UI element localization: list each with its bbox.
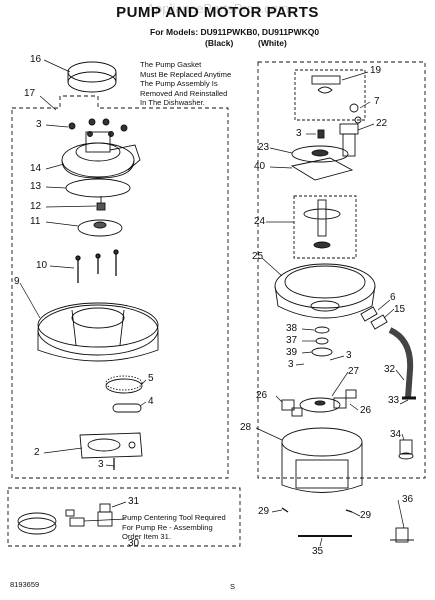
watermark: AppliancePartsPros.com bbox=[146, 1, 289, 16]
callout-3-upper-left: 3 bbox=[36, 119, 42, 130]
callout-40: 40 bbox=[254, 161, 266, 172]
callout-26-left: 26 bbox=[256, 390, 268, 401]
note-line: Removed And Reinstalled bbox=[140, 88, 228, 98]
pump-part-19 bbox=[311, 75, 341, 94]
drain-hose-32 bbox=[388, 327, 414, 399]
callout-10: 10 bbox=[36, 260, 48, 271]
callout-24: 24 bbox=[254, 216, 266, 227]
callout-3-right-mid-left: 3 bbox=[288, 359, 294, 370]
callout-5: 5 bbox=[148, 373, 154, 384]
cover-40 bbox=[290, 157, 354, 181]
nut-12 bbox=[96, 196, 106, 211]
callout-37: 37 bbox=[286, 335, 298, 346]
callout-3-right-upper: 3 bbox=[296, 128, 302, 139]
gasket-ring-16 bbox=[67, 61, 117, 93]
motor-28 bbox=[281, 427, 363, 493]
drain-fitting-34 bbox=[398, 439, 414, 460]
screws-10 bbox=[75, 249, 119, 283]
small-parts-30 bbox=[65, 509, 85, 527]
pump-centering-tool-31 bbox=[97, 503, 113, 527]
callout-27: 27 bbox=[348, 366, 360, 377]
bracket-2 bbox=[79, 432, 143, 459]
variant-black-label: (Black) bbox=[205, 38, 234, 48]
right-assembly-dashed-outline bbox=[257, 61, 426, 479]
page-title: PUMP AND MOTOR PARTS bbox=[116, 4, 319, 21]
callout-9: 9 bbox=[14, 276, 20, 287]
callout-3-lower-left: 3 bbox=[98, 459, 104, 470]
callout-29-right: 29 bbox=[360, 510, 372, 521]
strainer-bar-4 bbox=[112, 403, 142, 413]
callout-35: 35 bbox=[312, 546, 324, 557]
part-24-dashed-box bbox=[293, 195, 357, 259]
pump-base-9 bbox=[37, 302, 159, 362]
spider-mount-27 bbox=[299, 397, 341, 413]
motor-bolts-29 bbox=[281, 507, 353, 513]
callout-29-left: 29 bbox=[258, 506, 270, 517]
left-assembly-dashed-outline bbox=[11, 95, 229, 479]
callout-3-right-mid: 3 bbox=[346, 350, 352, 361]
callout-17: 17 bbox=[24, 88, 36, 99]
callout-34: 34 bbox=[390, 429, 402, 440]
callout-16: 16 bbox=[30, 54, 42, 65]
note-line: In The Dishwasher. bbox=[140, 98, 205, 108]
shaft-assembly-24 bbox=[303, 199, 341, 249]
note-line: Pump Centering Tool Required bbox=[122, 513, 226, 522]
small-rings-7 bbox=[349, 103, 362, 124]
callout-31: 31 bbox=[128, 496, 140, 507]
base-housing-25 bbox=[274, 263, 376, 319]
callout-13: 13 bbox=[30, 181, 42, 192]
leveling-foot-36 bbox=[390, 527, 414, 543]
callout-14: 14 bbox=[30, 163, 42, 174]
plate-23 bbox=[291, 145, 349, 163]
o-ring-13 bbox=[65, 178, 131, 198]
sleeve-22 bbox=[339, 123, 359, 157]
callout-2: 2 bbox=[34, 447, 40, 458]
screw-3-right bbox=[317, 129, 325, 139]
callout-4: 4 bbox=[148, 396, 154, 407]
note-line: Must Be Replaced Anytime bbox=[140, 69, 232, 79]
callout-19: 19 bbox=[370, 65, 382, 76]
variant-white-label: (White) bbox=[258, 38, 287, 48]
callout-28: 28 bbox=[240, 422, 252, 433]
hose-fitting-15 bbox=[360, 306, 388, 330]
callout-12: 12 bbox=[30, 201, 42, 212]
callout-7: 7 bbox=[374, 96, 380, 107]
note-line: The Pump Gasket bbox=[140, 60, 202, 69]
callout-6: 6 bbox=[390, 292, 396, 303]
pump-housing-14 bbox=[61, 131, 141, 179]
model-subtitle: For Models: DU911PWKB0, DU911PWKQ0 bbox=[150, 27, 320, 37]
impeller-11 bbox=[77, 219, 123, 237]
callout-22: 22 bbox=[376, 118, 388, 129]
centering-ring-30 bbox=[17, 512, 57, 535]
callout-32: 32 bbox=[384, 364, 396, 375]
centering-tool-dashed-box bbox=[7, 487, 241, 547]
callout-30: 30 bbox=[128, 538, 140, 549]
callout-36: 36 bbox=[402, 494, 414, 505]
leader-lines bbox=[19, 59, 409, 547]
filter-disc-5 bbox=[105, 375, 143, 394]
callout-33: 33 bbox=[388, 395, 400, 406]
callout-23: 23 bbox=[258, 142, 270, 153]
note-line: The Pump Assembly Is bbox=[140, 79, 218, 89]
diagram-code: 8193659 bbox=[10, 580, 40, 589]
callout-26-right: 26 bbox=[360, 405, 372, 416]
callout-25: 25 bbox=[252, 251, 264, 262]
note-line: Order Item 31. bbox=[122, 532, 171, 542]
screws-3-upper bbox=[68, 118, 128, 137]
callout-39: 39 bbox=[286, 347, 298, 358]
small-seals-37-39 bbox=[311, 326, 333, 357]
callout-15: 15 bbox=[394, 304, 406, 315]
footer-mark: S bbox=[230, 582, 236, 591]
callout-38: 38 bbox=[286, 323, 298, 334]
centering-tool-note: Pump Centering Tool Required For Pump Re… bbox=[122, 513, 226, 542]
note-line: For Pump Re - Assembling bbox=[122, 522, 213, 532]
part-19-dashed-box bbox=[294, 69, 366, 121]
pump-gasket-note: The Pump Gasket Must Be Replaced Anytime… bbox=[140, 60, 231, 108]
callout-11: 11 bbox=[30, 216, 41, 227]
clips-26 bbox=[281, 389, 357, 417]
